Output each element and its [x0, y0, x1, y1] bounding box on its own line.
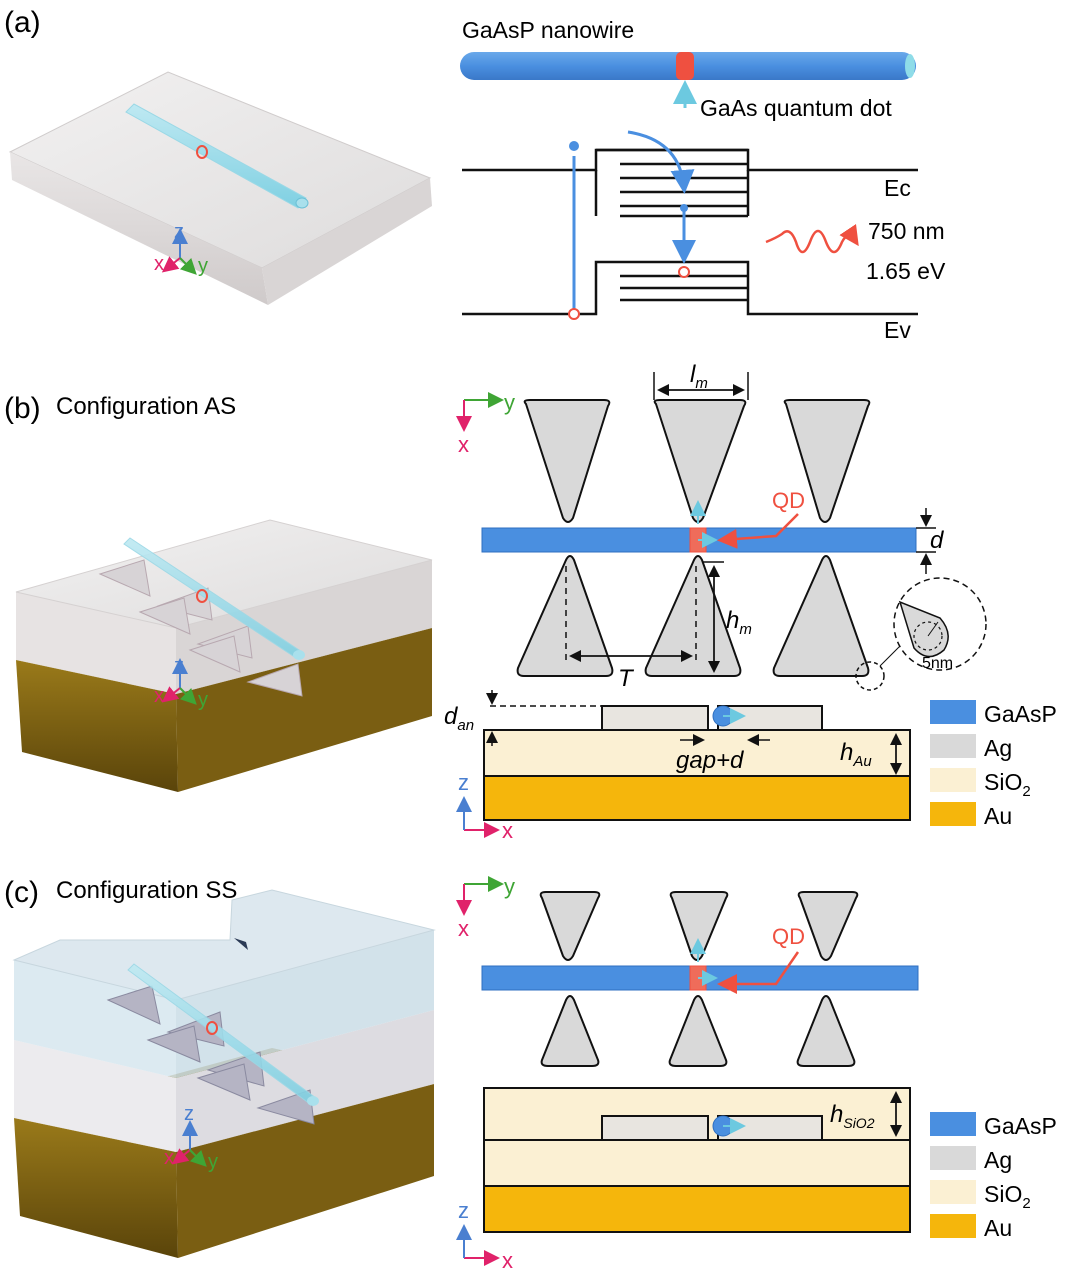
quantum-dot-segment [676, 52, 694, 80]
qd-label: GaAs quantum dot [700, 95, 892, 121]
svg-text:x: x [164, 1147, 174, 1169]
svg-text:y: y [198, 689, 208, 711]
svg-text:SiO2: SiO2 [984, 769, 1031, 800]
svg-text:Ag: Ag [984, 735, 1012, 761]
svg-text:z: z [174, 655, 184, 677]
qd-conduction-levels [596, 148, 748, 218]
photon-wave [765, 223, 859, 254]
panel-b-3d-device: z x y [15, 519, 433, 792]
svg-text:Ag: Ag [984, 1147, 1012, 1173]
ev-label: Ev [884, 317, 911, 343]
antennas-top-b [516, 399, 871, 677]
svg-text:x: x [154, 253, 164, 275]
panel-c-cross-section: hSiO2 x z [456, 1087, 911, 1273]
svg-text:y: y [208, 1151, 218, 1173]
panel-b-top-view: y x QD lm d hm [456, 361, 987, 692]
svg-text:y: y [504, 390, 515, 415]
svg-text:SiO2: SiO2 [984, 1181, 1031, 1212]
band-diagram: GaAsP nanowire GaAs quantum dot Ec Ev [460, 17, 946, 343]
quantum-dot-3d [196, 145, 208, 159]
panel-c-top-view: y x QD [456, 874, 919, 1067]
axes-icon-c: z x y [164, 1103, 218, 1173]
panel-b-label: (b) [4, 392, 41, 425]
svg-text:x: x [502, 818, 513, 843]
legend-c: GaAsP Ag SiO2 Au [930, 1112, 1057, 1241]
svg-text:y: y [504, 874, 515, 899]
energy-label: 1.65 eV [866, 258, 946, 284]
svg-text:x: x [502, 1248, 513, 1273]
axes-icon-c-top: y x [456, 874, 515, 941]
hsio2-label: hSiO2 [830, 1101, 875, 1131]
svg-text:x: x [458, 916, 469, 941]
antennas-3d-b [98, 559, 303, 697]
svg-text:x: x [458, 432, 469, 457]
antennas-top-c [539, 891, 859, 1067]
svg-text:GaAsP: GaAsP [984, 1113, 1057, 1139]
d-label: d [930, 527, 944, 554]
svg-text:z: z [458, 1198, 469, 1223]
nanowire-label: GaAsP nanowire [462, 17, 634, 43]
axes-icon-a: z x y [154, 221, 208, 277]
axes-icon-b: z x y [154, 655, 208, 711]
svg-text:Au: Au [984, 1215, 1012, 1241]
conduction-band [462, 148, 918, 172]
relaxation-arrow [627, 130, 695, 194]
radius-label: 5nm [922, 655, 953, 672]
hau-label: hAu [840, 739, 872, 770]
svg-text:x: x [154, 685, 164, 707]
panel-c-label: (c) [4, 876, 39, 909]
nanowire-3d [125, 103, 309, 209]
svg-text:GaAsP: GaAsP [984, 701, 1057, 727]
panel-c-title: Configuration SS [56, 877, 237, 904]
panel-a-label: (a) [4, 6, 41, 39]
panel-b-cross-section: dan gap+d hAu x z [444, 690, 911, 843]
svg-text:z: z [458, 770, 469, 795]
svg-text:z: z [174, 221, 184, 243]
qd-valence-levels [620, 274, 748, 302]
hm-label: hm [726, 607, 752, 638]
wavelength-label: 750 nm [868, 218, 945, 244]
qd-label-c: QD [772, 924, 805, 949]
ec-label: Ec [884, 175, 911, 201]
panel-a-3d-slab: z x y [8, 71, 432, 305]
panel-c-3d-device: z x y [12, 889, 436, 1258]
gap-label: gap+d [676, 747, 744, 774]
legend-b: GaAsP Ag SiO2 Au [930, 700, 1057, 829]
svg-text:z: z [184, 1103, 194, 1125]
lm-label: lm [690, 361, 708, 392]
svg-text:y: y [198, 255, 208, 277]
T-label: T [618, 665, 635, 692]
axes-icon-b-top: y x [456, 390, 515, 457]
qd-label-b: QD [772, 488, 805, 513]
dan-label: dan [444, 703, 474, 734]
svg-text:Au: Au [984, 803, 1012, 829]
panel-b-title: Configuration AS [56, 393, 236, 420]
